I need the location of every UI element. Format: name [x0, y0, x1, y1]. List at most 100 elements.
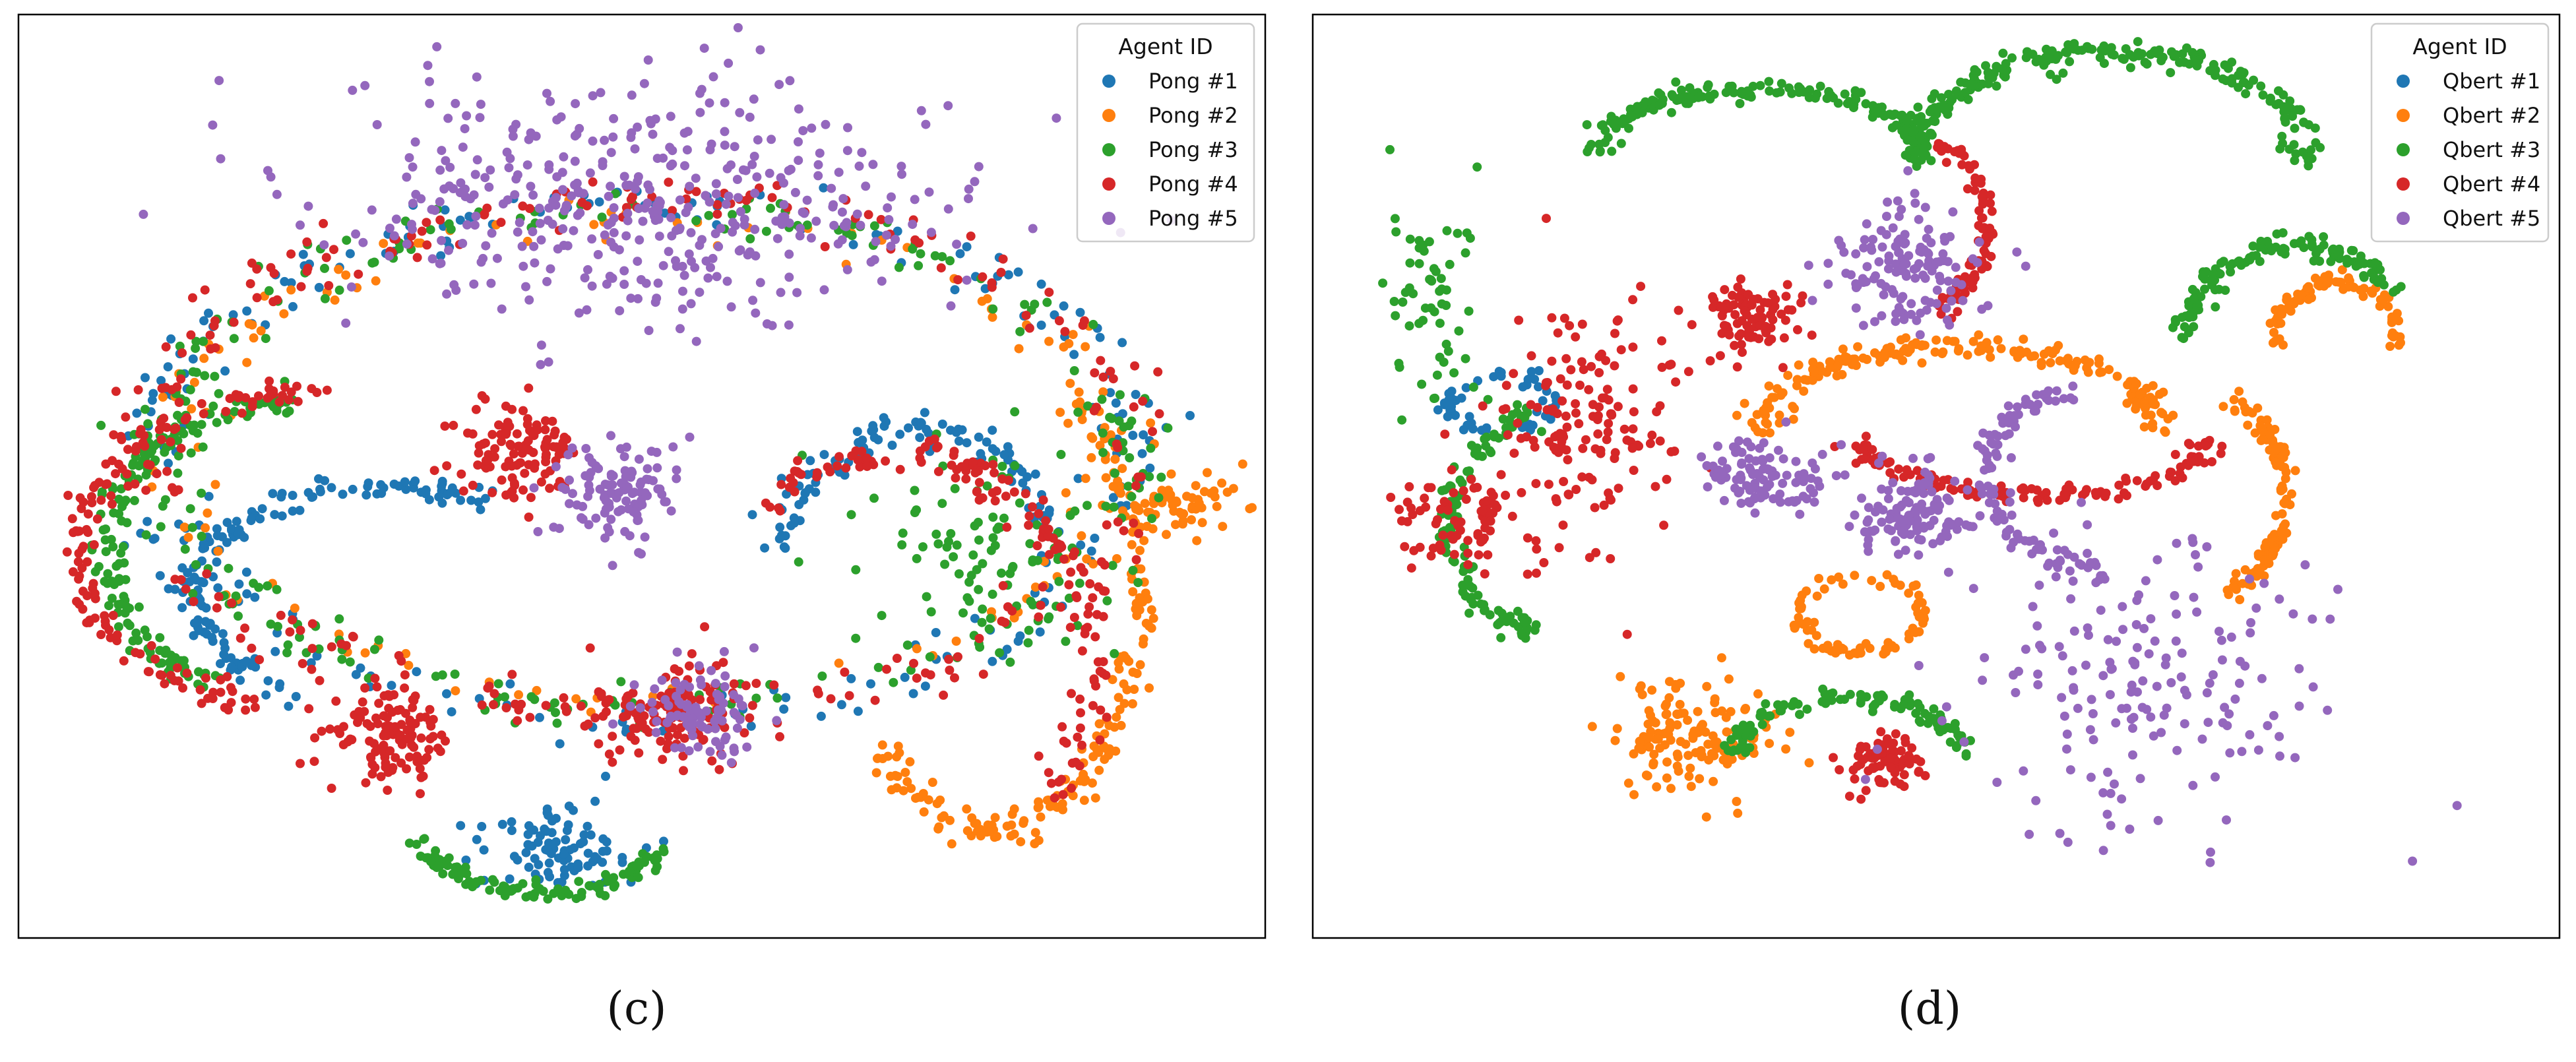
data-point — [990, 813, 1000, 823]
data-point — [601, 771, 610, 781]
data-point — [464, 212, 474, 222]
data-point — [626, 195, 636, 204]
data-point — [1146, 443, 1156, 453]
data-point — [254, 391, 263, 401]
data-point — [718, 658, 728, 668]
data-point — [1724, 674, 1734, 684]
data-point — [910, 235, 920, 245]
data-point — [889, 677, 898, 687]
data-point — [96, 495, 106, 505]
data-point — [1098, 448, 1108, 458]
data-point — [240, 623, 250, 633]
data-point — [1616, 139, 1626, 148]
data-point — [1666, 108, 1676, 117]
data-point — [551, 201, 561, 210]
data-point — [535, 218, 545, 228]
data-point — [524, 862, 534, 872]
data-point — [1081, 474, 1090, 484]
data-point — [990, 541, 1000, 550]
data-point — [1912, 116, 1922, 126]
data-point — [1881, 644, 1891, 654]
data-point — [908, 689, 918, 699]
series-qbert3 — [1378, 37, 2406, 761]
data-point — [451, 686, 460, 696]
data-point — [1108, 561, 1117, 571]
data-point — [1130, 361, 1140, 371]
data-point — [395, 730, 405, 740]
data-point — [2193, 441, 2203, 451]
data-point — [529, 241, 539, 251]
data-point — [1469, 483, 1479, 493]
series-pong5 — [139, 23, 1176, 768]
data-point — [385, 224, 394, 233]
data-point — [1963, 94, 1973, 104]
data-point — [1109, 502, 1119, 512]
data-point — [915, 446, 925, 456]
data-point — [2152, 49, 2162, 58]
data-point — [1447, 465, 1457, 475]
data-point — [1614, 484, 1623, 493]
data-point — [571, 694, 581, 704]
data-point — [1131, 555, 1141, 565]
data-point — [565, 475, 574, 485]
data-point — [733, 23, 743, 32]
data-point — [1028, 555, 1038, 565]
data-point — [1564, 490, 1574, 500]
data-point — [2118, 53, 2127, 63]
data-point — [798, 126, 808, 136]
data-point — [792, 288, 802, 297]
data-point — [1114, 664, 1124, 674]
data-point — [629, 487, 639, 497]
data-point — [685, 682, 695, 692]
data-point — [2059, 489, 2069, 499]
legend-marker — [1102, 177, 1115, 191]
data-point — [1612, 724, 1622, 734]
data-point — [2260, 542, 2270, 552]
data-point — [794, 137, 803, 146]
data-point — [619, 266, 629, 276]
data-point — [1672, 720, 1682, 730]
data-point — [1168, 500, 1178, 510]
data-point — [752, 172, 762, 182]
data-point — [466, 495, 476, 505]
data-point — [2205, 66, 2215, 76]
data-point — [1472, 162, 1482, 172]
data-point — [887, 192, 896, 202]
data-point — [2026, 484, 2036, 493]
data-point — [1883, 458, 1893, 468]
data-point — [1210, 492, 1220, 502]
data-point — [2218, 402, 2228, 412]
data-point — [1929, 704, 1939, 714]
data-point — [1943, 109, 1953, 119]
data-point — [1115, 704, 1125, 714]
data-point — [518, 201, 528, 211]
data-point — [191, 344, 201, 354]
data-point — [1709, 776, 1718, 786]
data-point — [877, 611, 887, 621]
data-point — [755, 278, 765, 288]
data-point — [784, 272, 794, 282]
data-point — [1526, 425, 1535, 435]
data-point — [1775, 87, 1785, 97]
data-point — [529, 483, 539, 493]
data-point — [1970, 65, 1980, 75]
data-point — [280, 383, 290, 392]
data-point — [676, 699, 686, 709]
data-point — [501, 401, 511, 411]
data-point — [108, 542, 118, 551]
data-point — [522, 160, 532, 170]
data-point — [412, 840, 422, 849]
data-point — [1673, 710, 1682, 720]
data-point — [603, 480, 612, 490]
data-point — [802, 220, 812, 230]
data-point — [747, 701, 757, 710]
data-point — [1030, 299, 1040, 309]
data-point — [996, 268, 1006, 277]
data-point — [1593, 429, 1603, 439]
data-point — [978, 670, 988, 679]
data-point — [951, 473, 960, 483]
data-point — [1704, 91, 1714, 101]
data-point — [1732, 410, 1742, 420]
data-point — [988, 444, 997, 454]
data-point — [1009, 829, 1019, 839]
